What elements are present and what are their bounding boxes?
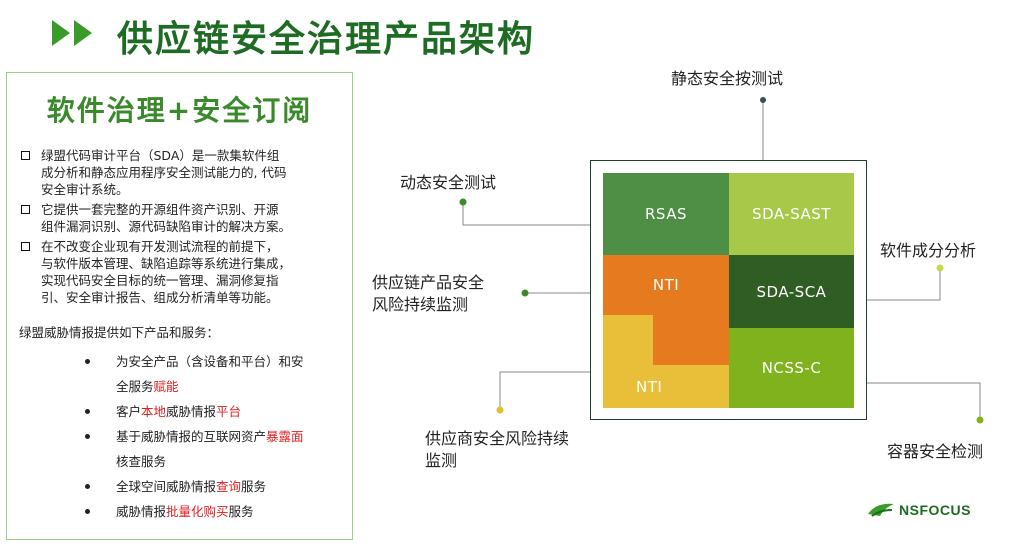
- service-item: 威胁情报批量化购买服务: [80, 499, 350, 524]
- nsfocus-logo-icon: [868, 503, 894, 517]
- bullet-line: 引、安全审计报告、组成分析清单等功能。: [41, 290, 279, 305]
- bullet-line: 在不改变企业现有开发测试流程的前提下，: [41, 239, 279, 254]
- block-rsas: RSAS: [603, 173, 729, 255]
- label-supplier: 供应商安全风险持续 监测: [425, 428, 569, 472]
- service-highlight: 平台: [216, 404, 242, 419]
- block-label: SDA-SAST: [752, 205, 831, 223]
- block-sda-sca: SDA-SCA: [729, 255, 854, 328]
- service-highlight: 本地: [141, 404, 167, 419]
- dot-bullet-icon: [85, 409, 90, 414]
- service-highlight: 批量化购买: [166, 504, 229, 519]
- block-nti-top: NTI: [603, 255, 729, 315]
- service-text: 威胁情报: [166, 404, 217, 419]
- nsfocus-logo: NSFOCUS: [866, 498, 991, 522]
- label-supply-chain: 供应链产品安全 风险持续监测: [372, 272, 484, 316]
- service-text: 客户: [116, 404, 142, 419]
- services-intro: 绿盟威胁情报提供如下产品和服务：: [19, 325, 220, 340]
- bullet-line: 成分析和静态应用程序安全测试能力的, 代码: [41, 165, 287, 180]
- service-item: 客户本地威胁情报平台: [80, 399, 350, 424]
- service-highlight: 赋能: [153, 379, 179, 394]
- service-line: 威胁情报批量化购买服务: [116, 499, 350, 524]
- service-line: 为安全产品（含设备和平台）和安: [116, 354, 304, 369]
- service-highlight: 暴露面: [266, 429, 304, 444]
- service-line: 全球空间威胁情报查询服务: [116, 474, 350, 499]
- label-container: 容器安全检测: [887, 442, 984, 461]
- service-item: 基于威胁情报的互联网资产暴露面 核查服务: [80, 424, 350, 474]
- services-list: 为安全产品（含设备和平台）和安 全服务赋能 客户本地威胁情报平台 基于威胁情报的…: [80, 349, 350, 524]
- label-line: 风险持续监测: [372, 295, 469, 314]
- dot-bullet-icon: [85, 484, 90, 489]
- block-label: SDA-SCA: [756, 282, 827, 301]
- service-highlight: 查询: [216, 479, 242, 494]
- block-nti-top-extension: [653, 315, 729, 365]
- service-line: 客户本地威胁情报平台: [116, 399, 350, 424]
- page-title: 供应链安全治理产品架构: [117, 19, 536, 60]
- block-label: NTI: [636, 378, 663, 396]
- service-line: 基于威胁情报的互联网资产暴露面: [116, 424, 350, 449]
- dot-bullet-icon: [85, 434, 90, 439]
- label-line: 供应商安全风险持续: [425, 429, 570, 448]
- service-line: 核查服务: [116, 454, 167, 469]
- bullet-item: 绿盟代码审计平台（SDA）是一款集软件组 成分析和静态应用程序安全测试能力的, …: [19, 147, 344, 198]
- square-bullet-icon: [21, 242, 30, 251]
- service-line: 全服务赋能: [116, 374, 350, 399]
- bullet-line: 与软件版本管理、缺陷追踪等系统进行集成，: [41, 256, 292, 271]
- block-label: RSAS: [644, 205, 687, 223]
- label-component-analysis: 软件成分分析: [880, 241, 977, 260]
- service-text: 服务: [228, 504, 254, 519]
- bullet-line: 实现代码安全目标的统一管理、漏洞修复指: [41, 273, 279, 288]
- block-ncss-c: NCSS-C: [729, 328, 854, 408]
- block-sda-sast: SDA-SAST: [729, 173, 854, 255]
- service-item: 全球空间威胁情报查询服务: [80, 474, 350, 499]
- square-bullet-icon: [21, 151, 30, 160]
- double-arrow-icon: [52, 20, 92, 46]
- label-dynamic-test: 动态安全测试: [400, 173, 497, 192]
- service-text: 威胁情报: [116, 504, 167, 519]
- service-item: 为安全产品（含设备和平台）和安 全服务赋能: [80, 349, 350, 399]
- dot-bullet-icon: [85, 509, 90, 514]
- panel-heading: 软件治理+安全订阅: [46, 94, 313, 127]
- service-text: 全球空间威胁情报: [116, 479, 217, 494]
- bullet-line: 组件漏洞识别、源代码缺陷审计的解决方案。: [41, 219, 292, 234]
- feature-bullets: 绿盟代码审计平台（SDA）是一款集软件组 成分析和静态应用程序安全测试能力的, …: [19, 147, 344, 309]
- service-text: 服务: [241, 479, 267, 494]
- square-bullet-icon: [21, 205, 30, 214]
- bullet-line: 安全审计系统。: [41, 182, 129, 197]
- block-label: NCSS-C: [761, 359, 822, 377]
- block-label: NTI: [652, 276, 680, 294]
- service-text: 基于威胁情报的互联网资产: [116, 429, 267, 444]
- bullet-item: 它提供一套完整的开源组件资产识别、开源 组件漏洞识别、源代码缺陷审计的解决方案。: [19, 201, 344, 235]
- bullet-item: 在不改变企业现有开发测试流程的前提下， 与软件版本管理、缺陷追踪等系统进行集成，…: [19, 238, 344, 306]
- service-text: 全服务: [116, 379, 154, 394]
- label-line: 监测: [425, 451, 458, 470]
- dot-bullet-icon: [85, 359, 90, 364]
- bullet-line: 绿盟代码审计平台（SDA）是一款集软件组: [41, 148, 280, 163]
- label-line: 供应链产品安全: [372, 273, 485, 292]
- bullet-line: 它提供一套完整的开源组件资产识别、开源: [41, 202, 279, 217]
- label-static-test: 静态安全按测试: [671, 69, 784, 88]
- logo-text: NSFOCUS: [899, 502, 971, 518]
- info-panel: 软件治理+安全订阅 绿盟代码审计平台（SDA）是一款集软件组 成分析和静态应用程…: [6, 72, 353, 540]
